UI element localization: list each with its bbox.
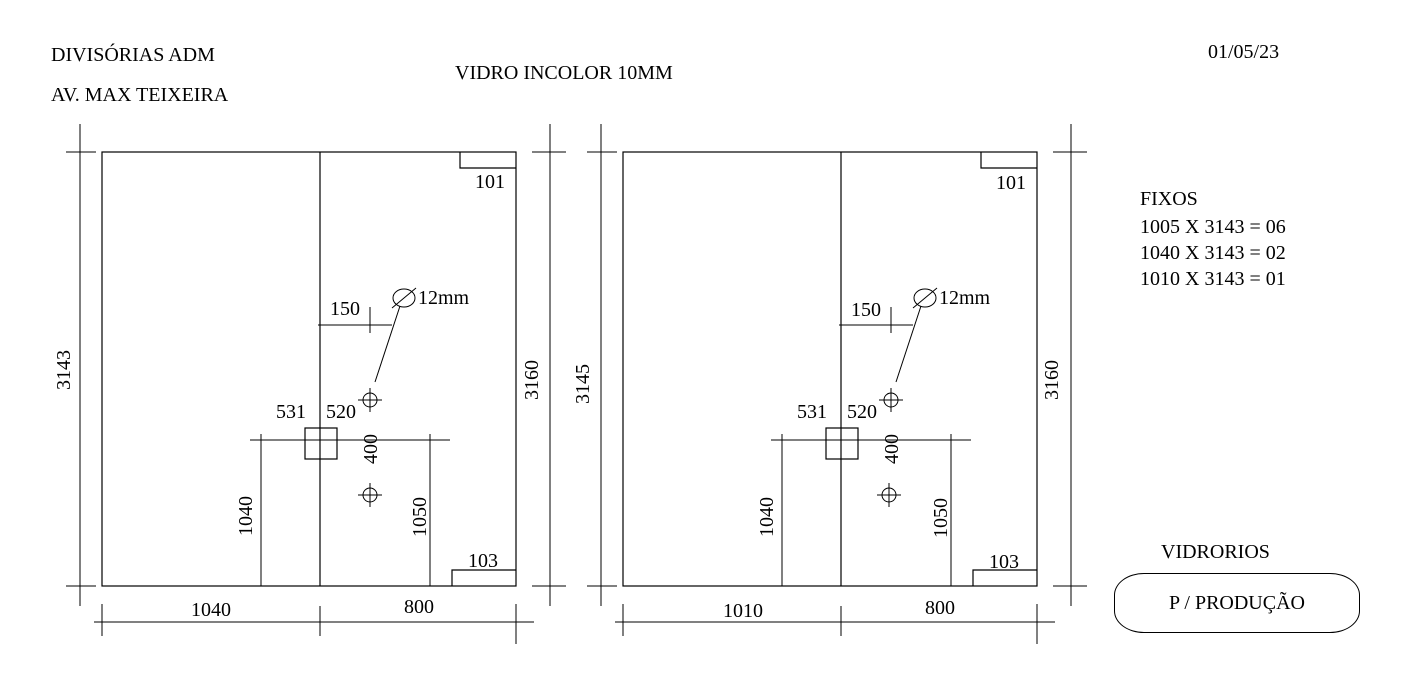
panel-1-lock-box <box>304 427 338 460</box>
panel-2-height-left-label: 3145 <box>572 364 594 404</box>
panel-1-label-1040: 1040 <box>235 496 257 536</box>
panel-2-drawing: 101 103 12mm 150 531 520 400 1040 1050 3… <box>572 124 1087 644</box>
panel-2-label-1040: 1040 <box>756 497 778 537</box>
panel-1-corner-top-label: 101 <box>475 171 505 193</box>
panel-2-width-left-label: 1010 <box>723 600 763 622</box>
fixos-title: FIXOS <box>1140 188 1198 210</box>
panel-2-label-520: 520 <box>847 401 877 423</box>
panel-1-height-left-label: 3143 <box>53 350 75 390</box>
panel-1-top-notch <box>459 152 516 169</box>
panel-1-hole-bottom <box>358 483 382 507</box>
panel-1-corner-bottom-label: 103 <box>468 550 498 572</box>
fixos-list: 1005 X 3143 = 06 1040 X 3143 = 02 1010 X… <box>1140 214 1286 292</box>
panel-1-width-right-label: 800 <box>404 596 434 618</box>
material-title: VIDRO INCOLOR 10MM <box>455 62 673 84</box>
panel-1-diameter-icon <box>391 287 417 309</box>
production-status-label: P / PRODUÇÃO <box>1169 591 1305 614</box>
panel-1-drawing: 101 103 12mm 150 531 520 400 1040 1050 3… <box>53 124 566 644</box>
panel-1-label-531: 531 <box>276 401 306 423</box>
address: AV. MAX TEIXEIRA <box>51 84 229 106</box>
panel-1-height-right-label: 3160 <box>521 360 543 400</box>
panel-2-label-400: 400 <box>881 434 903 464</box>
panel-2-height-right-label: 3160 <box>1041 360 1063 400</box>
panel-2-lock-box <box>825 427 859 460</box>
date: 01/05/23 <box>1208 41 1280 63</box>
panel-2-hole-diameter-label: 12mm <box>939 287 991 309</box>
production-status-badge: P / PRODUÇÃO <box>1114 573 1360 633</box>
panel-1-outline <box>101 151 517 587</box>
panel-2-hole-bottom <box>877 483 901 507</box>
fixos-item: 1005 X 3143 = 06 <box>1140 216 1286 238</box>
fixos-item: 1010 X 3143 = 01 <box>1140 268 1286 290</box>
panel-2-width-right-label: 800 <box>925 597 955 619</box>
company-name: DIVISÓRIAS ADM <box>51 44 215 66</box>
panel-1-width-left-label: 1040 <box>191 599 231 621</box>
panel-1-hole-leader <box>374 305 401 383</box>
panel-2-hole-top <box>879 388 903 412</box>
panel-2-label-1050: 1050 <box>930 498 952 538</box>
fixos-item: 1040 X 3143 = 02 <box>1140 242 1286 264</box>
footer-company: VIDRORIOS <box>1161 541 1270 563</box>
panel-2-bottom-notch <box>972 569 1037 586</box>
panel-2-label-531: 531 <box>797 401 827 423</box>
panel-2-corner-bottom-label: 103 <box>989 551 1019 573</box>
panel-2-diameter-icon <box>912 287 938 309</box>
panel-1-label-400: 400 <box>360 434 382 464</box>
panel-1-bottom-notch <box>451 569 516 586</box>
panel-1-label-520: 520 <box>326 401 356 423</box>
panel-2-corner-top-label: 101 <box>996 172 1026 194</box>
panel-2-top-notch <box>980 152 1037 169</box>
panel-1-hole-offset-label: 150 <box>330 298 360 320</box>
panel-2-hole-offset-label: 150 <box>851 299 881 321</box>
panel-1-label-1050: 1050 <box>409 497 431 537</box>
panel-2-hole-leader <box>895 305 922 383</box>
panel-1-hole-top <box>358 388 382 412</box>
panel-2-outline <box>622 151 1038 587</box>
panel-1-hole-diameter-label: 12mm <box>418 287 470 309</box>
